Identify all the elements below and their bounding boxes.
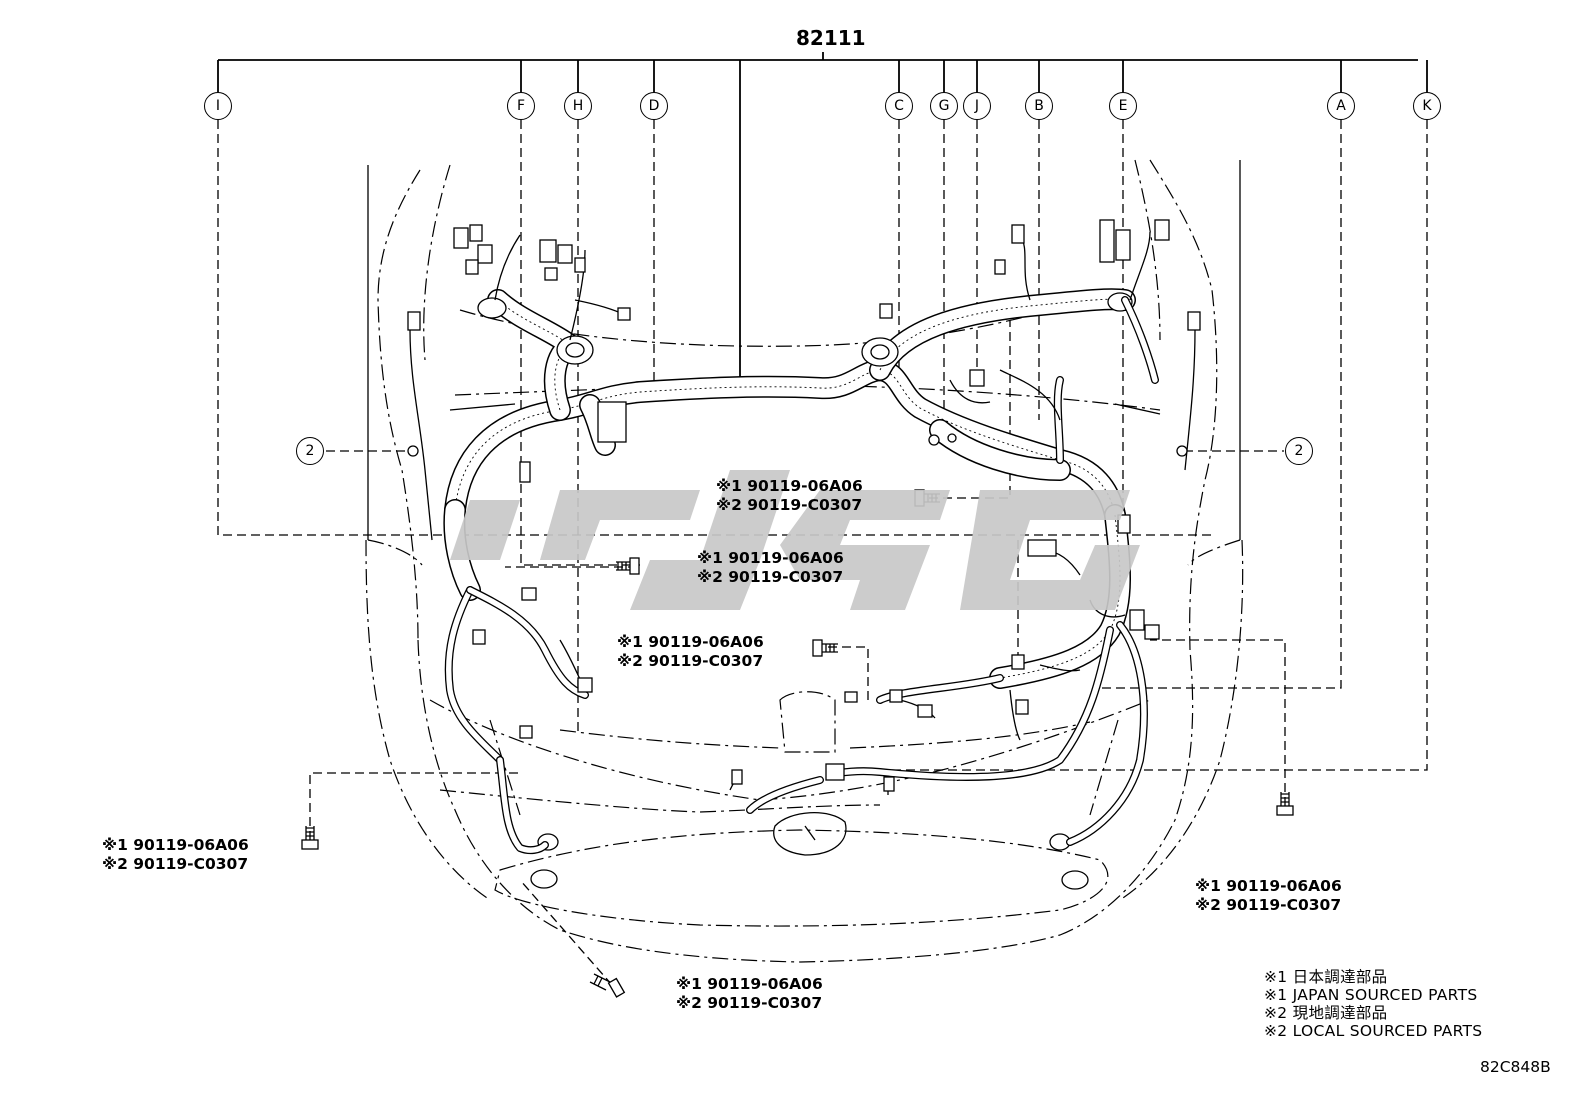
- clip-callout-right: 2: [1285, 437, 1313, 465]
- watermark-logo: [450, 470, 1140, 610]
- callout-j: J: [963, 92, 991, 120]
- callout-b: B: [1025, 92, 1053, 120]
- bolt-1-line2: ※2 90119-C0307: [716, 496, 863, 514]
- callout-e: E: [1109, 92, 1137, 120]
- bolt-5-icon: [1276, 792, 1294, 816]
- vehicle-outline: [365, 159, 1244, 963]
- note-japan-sourced-jp: ※1 日本調達部品: [1264, 968, 1388, 986]
- bolt-6-line2: ※2 90119-C0307: [676, 994, 823, 1012]
- bolt-1-line1: ※1 90119-06A06: [716, 477, 863, 495]
- bolt-5-line1: ※1 90119-06A06: [1195, 877, 1342, 895]
- illustration-ref-code: 82C848B: [1480, 1058, 1551, 1076]
- note-local-sourced-jp: ※2 現地調達部品: [1264, 1004, 1388, 1022]
- callout-i: I: [204, 92, 232, 120]
- bolt-3-line2: ※2 90119-C0307: [617, 652, 764, 670]
- callout-c: C: [885, 92, 913, 120]
- callout-a: A: [1327, 92, 1355, 120]
- note-local-sourced-en: ※2 LOCAL SOURCED PARTS: [1264, 1022, 1483, 1040]
- bolt-3-icon: [812, 639, 838, 657]
- bolt-4-line2: ※2 90119-C0307: [102, 855, 249, 873]
- bolt-4-line1: ※1 90119-06A06: [102, 836, 249, 854]
- bolt-6-icon: [589, 973, 626, 998]
- bolt-2-line1: ※1 90119-06A06: [697, 549, 844, 567]
- callout-f: F: [507, 92, 535, 120]
- clip-callout-left: 2: [296, 437, 324, 465]
- wire-harness: [407, 219, 1201, 855]
- main-part-number: 82111: [796, 26, 866, 50]
- bolt-3-line1: ※1 90119-06A06: [617, 633, 764, 651]
- bolt-2-icon: [616, 557, 640, 575]
- callout-k: K: [1413, 92, 1441, 120]
- callout-d: D: [640, 92, 668, 120]
- bolt-6-line1: ※1 90119-06A06: [676, 975, 823, 993]
- part-bracket: [217, 52, 1428, 385]
- bolt-2-line2: ※2 90119-C0307: [697, 568, 844, 586]
- note-japan-sourced-en: ※1 JAPAN SOURCED PARTS: [1264, 986, 1478, 1004]
- callout-h: H: [564, 92, 592, 120]
- bolt-4-icon: [301, 826, 319, 850]
- callout-g: G: [930, 92, 958, 120]
- bolt-5-line2: ※2 90119-C0307: [1195, 896, 1342, 914]
